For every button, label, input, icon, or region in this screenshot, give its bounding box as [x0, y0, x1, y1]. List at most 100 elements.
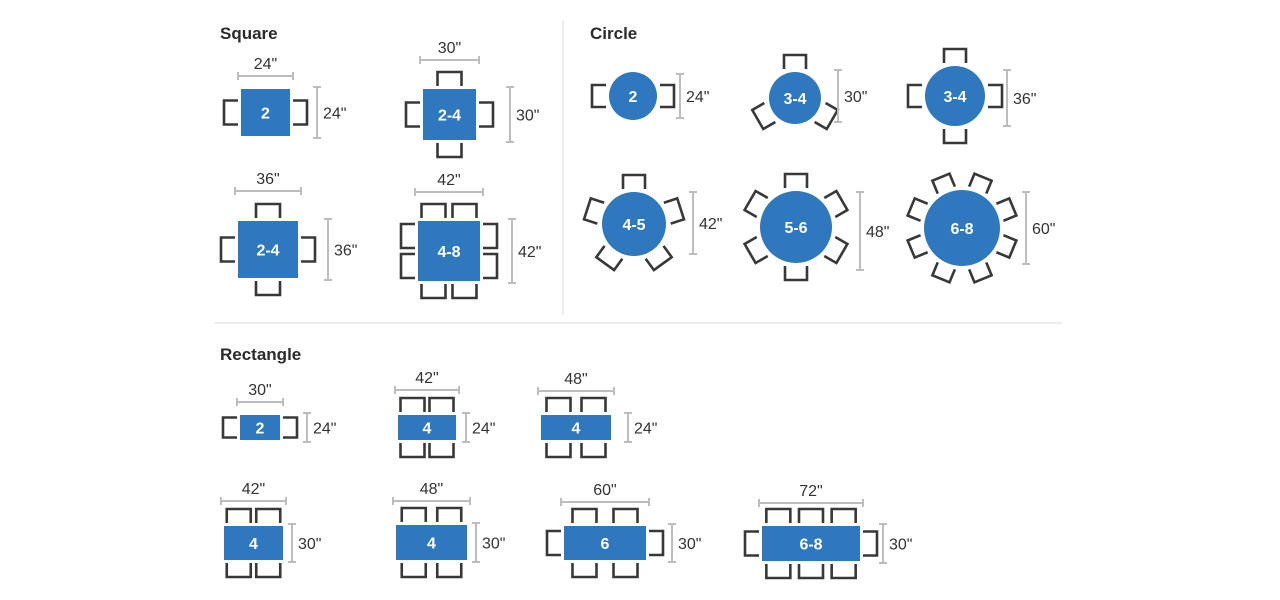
table-top — [398, 415, 456, 440]
chair-icon — [967, 261, 994, 285]
chair-icon — [283, 416, 299, 439]
section-title-rectangle: Rectangle — [220, 345, 301, 364]
depth-dimension-line — [303, 412, 311, 443]
seat-count: 6-8 — [799, 537, 822, 554]
width-dimension-line — [237, 72, 294, 80]
chair-icon — [590, 83, 606, 109]
table-top — [240, 415, 280, 440]
width-label: 36" — [256, 171, 279, 188]
depth-label: 24" — [686, 89, 709, 106]
seat-count: 3-4 — [783, 91, 806, 108]
square-table-4: 4-842"42" — [399, 172, 541, 300]
chair-icon — [451, 284, 478, 300]
rectangle-table-2: 442"24" — [394, 370, 495, 459]
chair-icon — [967, 171, 994, 195]
chair-icon — [571, 507, 598, 523]
depth-dimension-line — [506, 86, 514, 143]
depth-dimension-line — [462, 412, 470, 443]
chair-icon — [765, 564, 792, 580]
chair-icon — [830, 564, 857, 580]
chair-icon — [545, 443, 572, 459]
width-dimension-line — [537, 387, 615, 395]
seat-count: 2 — [261, 106, 270, 123]
chair-icon — [479, 101, 495, 128]
chair-icon — [400, 563, 428, 579]
chair-icon — [404, 101, 420, 128]
depth-dimension-line — [624, 412, 632, 443]
chair-icon — [400, 506, 428, 522]
chair-icon — [612, 507, 639, 523]
table-top — [602, 192, 666, 256]
chair-icon — [580, 443, 607, 459]
chair-icon — [905, 196, 929, 223]
chair-icon — [399, 222, 415, 250]
circle-table-4: 4-5 42" — [582, 173, 722, 272]
chair-icon — [663, 196, 686, 225]
width-label: 72" — [799, 483, 822, 500]
table-top — [564, 526, 646, 560]
width-label: 30" — [248, 382, 271, 399]
seat-count: 6 — [601, 536, 610, 553]
chair-icon — [483, 222, 499, 250]
chair-icon — [783, 172, 809, 188]
chair-icon — [399, 252, 415, 280]
chair-icon — [942, 129, 968, 145]
depth-label: 24" — [472, 421, 495, 438]
depth-label: 42" — [518, 244, 541, 261]
chair-icon — [750, 101, 777, 131]
chair-icon — [293, 99, 309, 126]
table-top — [769, 72, 821, 124]
seat-count: 2 — [629, 89, 638, 106]
rectangle-table-6: 660"30" — [545, 482, 701, 579]
rectangle-table-7: 6-872"30" — [743, 483, 912, 580]
square-table-3: 2-436"36" — [219, 171, 357, 297]
chair-icon — [436, 143, 463, 159]
chair-icon — [451, 202, 478, 218]
depth-dimension-line — [1003, 69, 1011, 127]
chair-icon — [863, 530, 879, 557]
chair-icon — [545, 529, 561, 557]
chair-icon — [995, 233, 1019, 260]
chair-icon — [942, 47, 968, 63]
width-label: 48" — [564, 371, 587, 388]
section-title-square: Square — [220, 24, 278, 43]
width-label: 60" — [593, 482, 616, 499]
chair-icon — [435, 563, 463, 579]
chair-icon — [399, 443, 426, 459]
chair-icon — [225, 507, 253, 523]
chair-icon — [830, 507, 857, 523]
seat-count: 2-4 — [438, 108, 461, 125]
width-label: 30" — [438, 40, 461, 57]
chair-icon — [221, 416, 237, 439]
chair-icon — [254, 507, 282, 523]
square-table-1: 224"24" — [222, 56, 346, 139]
depth-dimension-line — [668, 523, 676, 563]
chair-icon — [649, 529, 665, 557]
seat-count: 5-6 — [784, 220, 807, 237]
chair-icon — [254, 563, 282, 579]
chair-icon — [571, 563, 598, 579]
chair-icon — [765, 507, 792, 523]
depth-label: 60" — [1032, 221, 1055, 238]
chair-icon — [594, 245, 624, 272]
depth-label: 30" — [482, 536, 505, 553]
rectangle-table-3: 448"24" — [537, 371, 657, 459]
depth-label: 42" — [699, 216, 722, 233]
chair-icon — [436, 70, 463, 86]
chair-icon — [483, 252, 499, 280]
width-dimension-line — [758, 499, 864, 507]
depth-dimension-line — [856, 191, 864, 271]
chair-icon — [545, 396, 572, 412]
table-top — [418, 221, 480, 281]
chair-icon — [783, 266, 809, 282]
depth-label: 30" — [844, 89, 867, 106]
seat-count: 4-5 — [622, 217, 645, 234]
table-top — [423, 89, 476, 140]
table-top — [925, 66, 985, 126]
chair-icon — [644, 245, 674, 272]
width-dimension-line — [234, 187, 302, 195]
width-dimension-line — [419, 56, 480, 64]
